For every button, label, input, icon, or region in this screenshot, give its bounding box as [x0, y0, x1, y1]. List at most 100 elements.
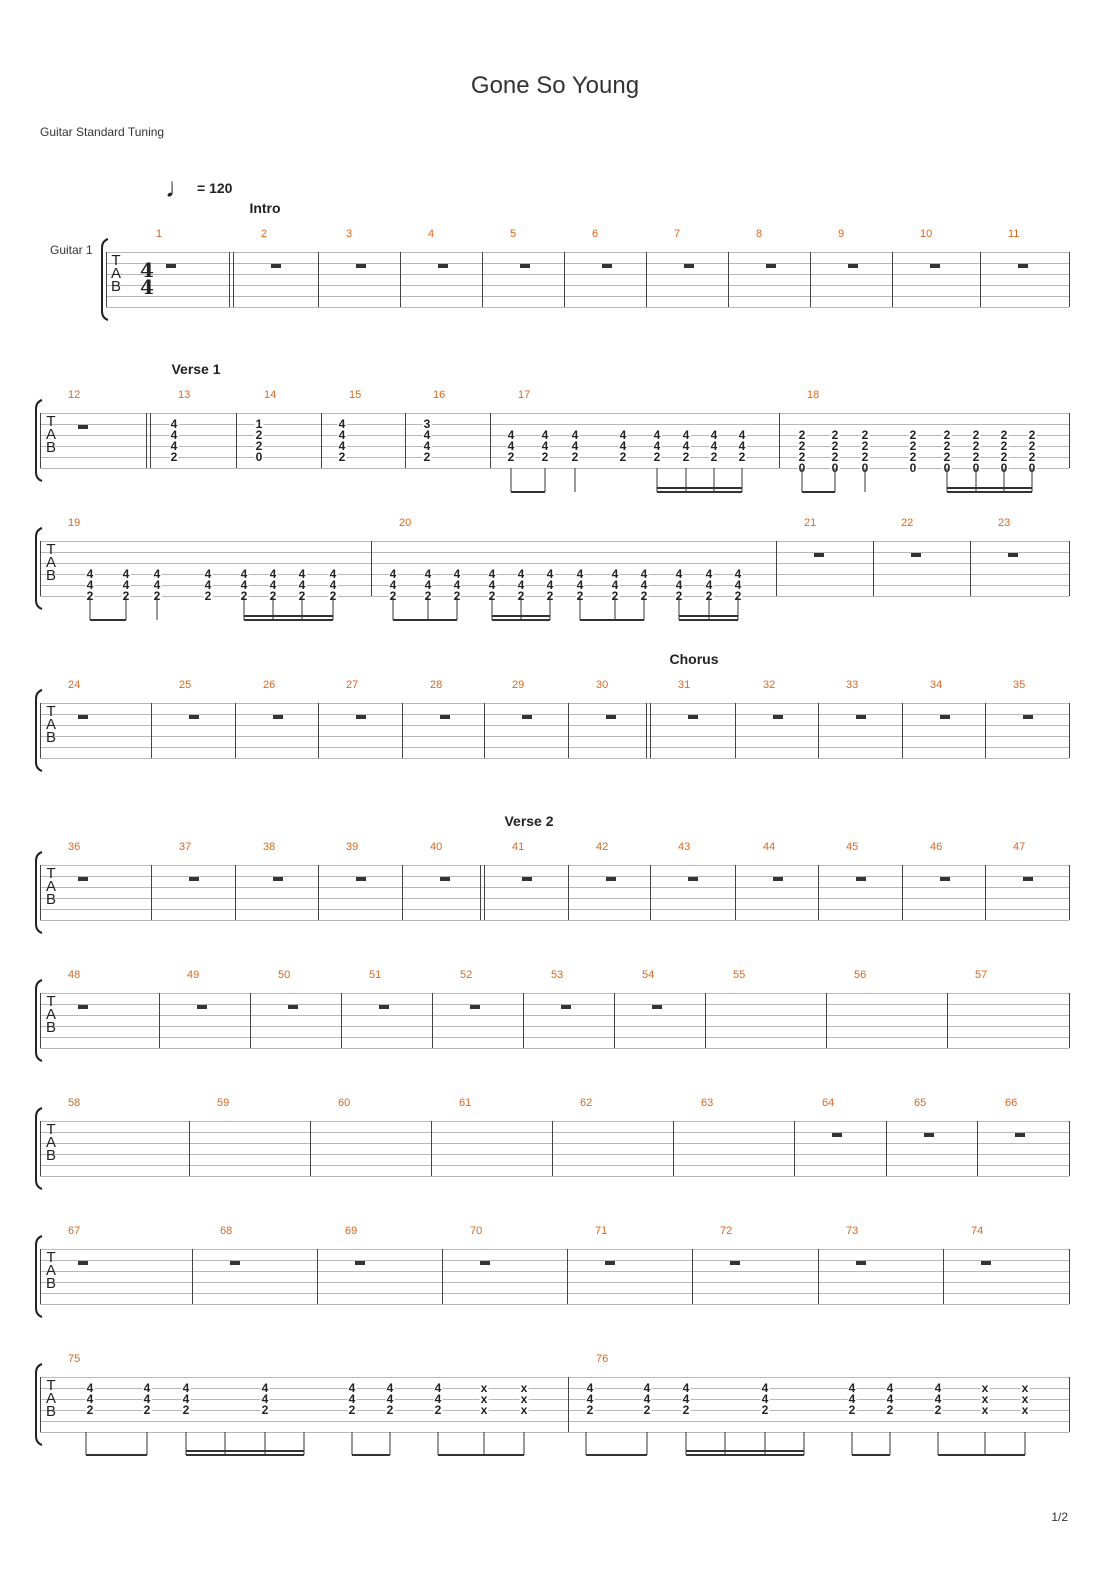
staff-line — [40, 1176, 1069, 1177]
fret-number: 2 — [585, 1403, 595, 1417]
measure-number: 38 — [263, 841, 276, 853]
measure-number: 40 — [430, 841, 443, 853]
staff-line — [40, 1015, 1069, 1016]
measure-number: 9 — [838, 228, 845, 240]
measure-number: 61 — [459, 1097, 472, 1109]
fret-number: 2 — [85, 1403, 95, 1417]
measure-number: 52 — [460, 969, 473, 981]
whole-rest — [1018, 264, 1028, 268]
fret-number: 2 — [830, 428, 840, 442]
quarter-note-icon: ♩ — [165, 172, 193, 203]
barline — [692, 1249, 693, 1304]
whole-rest — [78, 425, 88, 429]
fret-number: 3 — [422, 417, 432, 431]
measure-number: 76 — [596, 1353, 609, 1365]
fret-number: 4 — [610, 567, 620, 581]
double-barline — [146, 413, 147, 468]
measure-number: 13 — [178, 389, 191, 401]
tab-clef-letter: A — [45, 1006, 56, 1023]
staff-line — [40, 1132, 1069, 1133]
fret-number: 2 — [847, 1403, 857, 1417]
measure-number: 48 — [68, 969, 81, 981]
tab-clef-letter: T — [111, 252, 121, 269]
staff-line — [40, 1399, 1069, 1400]
measure-number: 2 — [261, 228, 268, 240]
barline — [977, 1121, 978, 1176]
fret-number: x — [479, 1403, 489, 1417]
fret-number: 4 — [933, 1392, 943, 1406]
barline — [402, 865, 403, 920]
barline — [318, 865, 319, 920]
measure-number: 37 — [179, 841, 192, 853]
measure-number: 55 — [733, 969, 746, 981]
staff-line — [40, 585, 1069, 586]
fret-number: 4 — [152, 578, 162, 592]
measure-number: 33 — [846, 679, 859, 691]
fret-number: 4 — [506, 428, 516, 442]
staff-line — [40, 1304, 1069, 1305]
barline — [405, 413, 406, 468]
barline — [151, 703, 152, 758]
tab-clef-letter: T — [46, 413, 56, 430]
fret-number: 4 — [297, 578, 307, 592]
staff-line — [40, 887, 1069, 888]
measure-number: 29 — [512, 679, 525, 691]
double-barline — [229, 252, 230, 307]
measure-number: 45 — [846, 841, 859, 853]
barline — [705, 993, 706, 1048]
measure-number: 22 — [901, 517, 914, 529]
staff-line — [106, 274, 1069, 275]
tempo-marking: ♩ = 120 — [165, 172, 232, 203]
staff-line — [40, 920, 1069, 921]
fret-number: 4 — [260, 1381, 270, 1395]
barline — [400, 252, 401, 307]
fret-number: 2 — [337, 450, 347, 464]
measure-number: 68 — [220, 1225, 233, 1237]
staff-line — [40, 747, 1069, 748]
fret-number: 4 — [297, 567, 307, 581]
tab-clef-letter: T — [46, 703, 56, 720]
barline — [646, 252, 647, 307]
fret-number: 4 — [181, 1392, 191, 1406]
barline — [490, 413, 491, 468]
fret-number: 1 — [254, 417, 264, 431]
staff-line — [106, 285, 1069, 286]
measure-number: 54 — [642, 969, 655, 981]
whole-rest — [981, 1261, 991, 1265]
fret-number: 2 — [737, 450, 747, 464]
fret-number: 4 — [737, 439, 747, 453]
staff-line — [40, 1282, 1069, 1283]
measure-number: 16 — [433, 389, 446, 401]
fret-number: 2 — [830, 439, 840, 453]
fret-number: 4 — [85, 578, 95, 592]
measure-number: 47 — [1013, 841, 1026, 853]
measure-number: 3 — [346, 228, 353, 240]
staff-line — [40, 552, 1069, 553]
barline — [728, 252, 729, 307]
staff-line — [40, 424, 1069, 425]
barline — [40, 865, 41, 920]
measure-number: 5 — [510, 228, 517, 240]
fret-number: 4 — [575, 567, 585, 581]
fret-number: 4 — [681, 1392, 691, 1406]
whole-rest — [78, 1005, 88, 1009]
staff-line — [40, 468, 1069, 469]
whole-rest — [940, 715, 950, 719]
staff-line — [40, 1410, 1069, 1411]
fret-number: 4 — [85, 1392, 95, 1406]
system-bracket — [35, 1235, 43, 1318]
barline — [985, 865, 986, 920]
whole-rest — [78, 1261, 88, 1265]
whole-rest — [856, 877, 866, 881]
fret-number: 4 — [516, 578, 526, 592]
staff-line — [40, 446, 1069, 447]
whole-rest — [440, 877, 450, 881]
whole-rest — [356, 715, 366, 719]
whole-rest — [606, 715, 616, 719]
barline — [482, 252, 483, 307]
staff-line — [40, 898, 1069, 899]
fret-number: 2 — [570, 450, 580, 464]
staff-line — [40, 1026, 1069, 1027]
